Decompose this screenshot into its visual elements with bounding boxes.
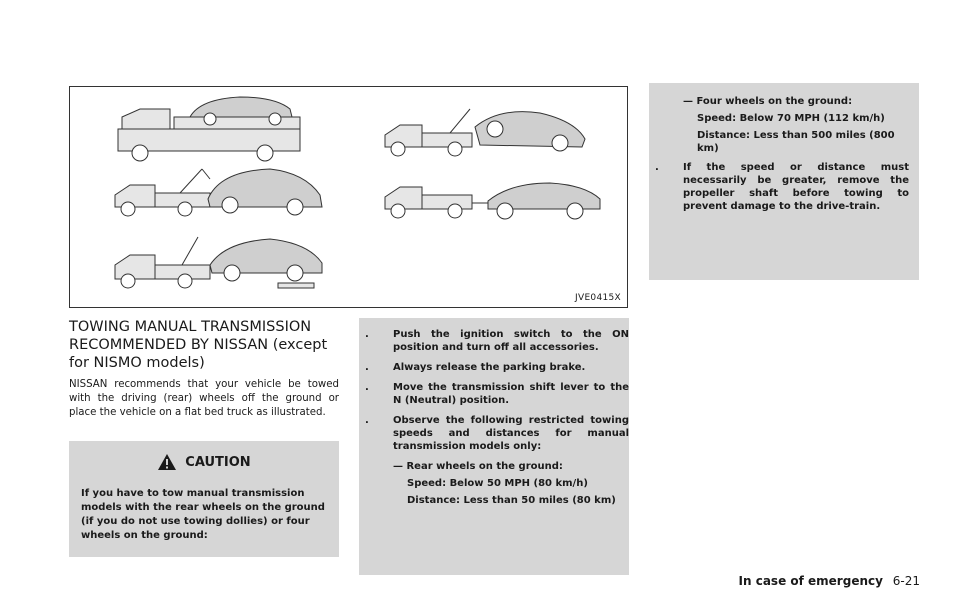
rear-wheels-distance: Distance: Less than 50 miles (80 km) — [407, 495, 616, 506]
bullet: . — [365, 382, 369, 393]
bullet: . — [655, 162, 659, 173]
list-item: .Push the ignition switch to the ON posi… — [365, 329, 629, 353]
caution-text: If you have to tow manual transmission m… — [81, 488, 325, 541]
towing-illustration: JVE0415X — [69, 86, 628, 308]
towing-diagram — [114, 96, 601, 289]
rear-wheels-speed: Speed: Below 50 MPH (80 km/h) — [407, 478, 588, 489]
four-wheels-conditions: — Four wheels on the ground: Speed: Belo… — [649, 83, 919, 155]
intro-paragraph: NISSAN recommends that your vehicle be t… — [69, 379, 339, 418]
caution-box: CAUTION If you have to tow manual transm… — [69, 441, 339, 557]
caution-title: CAUTION — [81, 453, 327, 471]
page-number: 6-21 — [892, 574, 920, 588]
procedure-list: .Push the ignition switch to the ON posi… — [359, 318, 629, 453]
bullet: . — [365, 362, 369, 373]
intro-column: TOWING MANUAL TRANSMISSION RECOMMENDED B… — [69, 318, 339, 420]
bullet: . — [365, 415, 369, 426]
footer-section: In case of emergency — [738, 574, 883, 588]
section-heading: TOWING MANUAL TRANSMISSION RECOMMENDED B… — [69, 319, 328, 371]
list-item: .If the speed or distance must necessari… — [655, 162, 909, 212]
procedure-box: .Push the ignition switch to the ON posi… — [359, 318, 629, 575]
tow-dolly-illustration — [114, 236, 323, 289]
flatbed-truck-illustration — [117, 96, 301, 162]
rear-lift-tow-illustration — [384, 108, 586, 157]
warning-triangle-icon — [158, 454, 177, 470]
bullet: . — [365, 329, 369, 340]
list-item: .Observe the following restricted towing… — [365, 415, 629, 452]
figure-code: JVE0415X — [575, 293, 621, 303]
list-item: .Always release the parking brake. — [365, 362, 586, 373]
rear-wheels-conditions: — Rear wheels on the ground: Speed: Belo… — [359, 460, 629, 507]
four-wheels-speed: Speed: Below 70 MPH (112 km/h) — [697, 113, 885, 124]
flat-tow-illustration — [384, 182, 601, 220]
final-list: .If the speed or distance must necessari… — [649, 161, 919, 213]
list-item: .Move the transmission shift lever to th… — [365, 382, 629, 406]
four-wheels-label: — Four wheels on the ground: — [683, 96, 853, 107]
rear-wheels-label: — Rear wheels on the ground: — [393, 461, 563, 472]
wheel-lift-tow-illustration — [114, 168, 323, 217]
page-footer: In case of emergency 6-21 — [739, 574, 920, 588]
conditions-box: — Four wheels on the ground: Speed: Belo… — [649, 83, 919, 280]
four-wheels-distance: Distance: Less than 500 miles (800 km) — [697, 130, 895, 154]
caution-label: CAUTION — [185, 454, 251, 470]
